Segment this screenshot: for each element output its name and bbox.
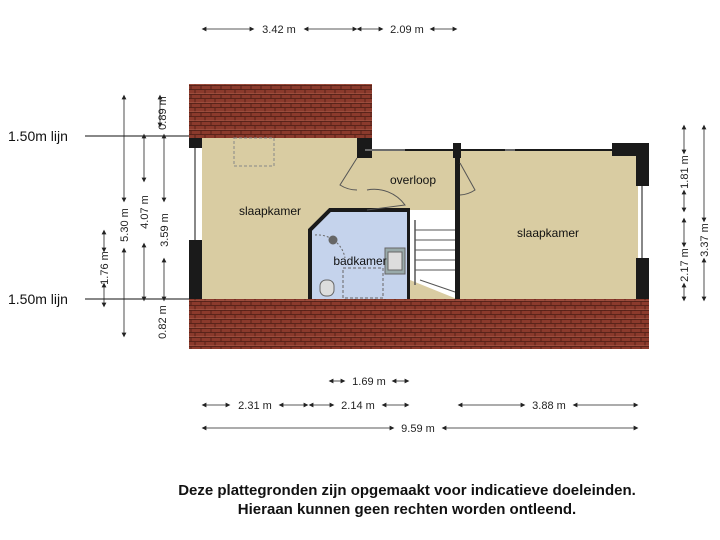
- dim-bottom-right: 3.88 m: [532, 400, 566, 412]
- dim-right-top: 1.81 m: [679, 155, 691, 189]
- room-label-bedroom-left: slaapkamer: [239, 204, 301, 218]
- dim-bottom-total: 9.59 m: [401, 423, 435, 435]
- dim-left-inner: 4.07 m: [139, 195, 151, 229]
- door-swing-left: [339, 157, 358, 191]
- room-label-landing: overloop: [390, 173, 436, 187]
- room-label-bedroom-right: slaapkamer: [517, 226, 579, 240]
- roof-bottom: [189, 299, 649, 349]
- dim-left-small: 1.76 m: [99, 251, 111, 285]
- dim-bottom-left: 2.31 m: [238, 400, 272, 412]
- walls: [189, 138, 649, 299]
- dim-right-total: 3.37 m: [699, 223, 711, 257]
- dim-right-bottom: 2.17 m: [679, 248, 691, 282]
- landing-floor: [357, 150, 457, 210]
- dimension-lines: [101, 26, 707, 431]
- door-swing-right: [459, 162, 476, 196]
- disclaimer-line-1: Deze plattegronden zijn opgemaakt voor i…: [178, 482, 636, 499]
- dim-left-top-eave: 0.89 m: [157, 96, 169, 130]
- bedroom-right-floor: [460, 150, 638, 299]
- dim-bottom-bath: 1.69 m: [352, 376, 386, 388]
- bathroom-floor: [310, 210, 410, 299]
- dim-top-left: 3.42 m: [262, 24, 296, 36]
- bathroom-fixtures: [314, 234, 406, 299]
- staircase: [414, 220, 456, 293]
- dim-top-right: 2.09 m: [390, 24, 424, 36]
- dim-left-total: 5.30 m: [119, 208, 131, 242]
- dim-left-bottom-eave: 0.82 m: [157, 305, 169, 339]
- disclaimer: Deze plattegronden zijn opgemaakt voor i…: [0, 481, 720, 519]
- door-swing-bath: [366, 188, 406, 211]
- dormer-window: [233, 137, 275, 167]
- roof-top-left: [189, 84, 372, 138]
- dim-bottom-mid: 2.14 m: [341, 400, 375, 412]
- line-150-label-top: 1.50m lijn: [8, 128, 68, 144]
- disclaimer-line-2: Hieraan kunnen geen rechten worden ontle…: [237, 501, 577, 518]
- dim-left-room: 3.59 m: [159, 213, 171, 247]
- stair-landing-floor: [410, 280, 457, 299]
- room-label-bathroom: badkamer: [333, 254, 386, 268]
- line-150-label-bottom: 1.50m lijn: [8, 291, 68, 307]
